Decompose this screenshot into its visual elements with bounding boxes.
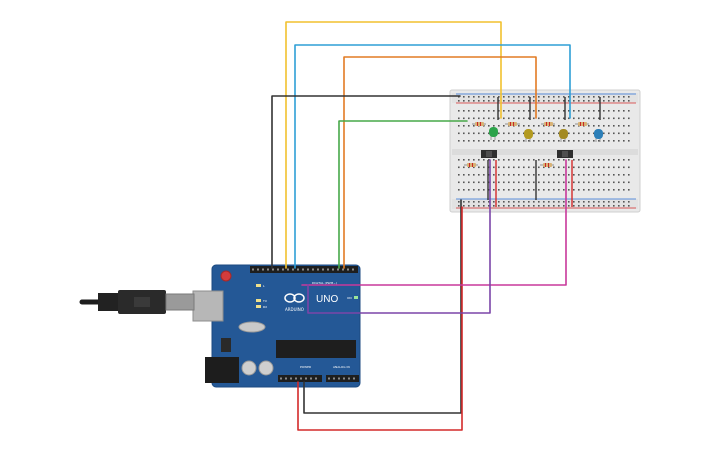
rx-led — [256, 305, 261, 308]
reset-button[interactable] — [220, 270, 232, 282]
l-label: L — [263, 284, 265, 288]
orange-wire[interactable] — [343, 56, 537, 269]
led-green[interactable] — [489, 127, 498, 140]
analog-header[interactable] — [326, 375, 359, 382]
led-yellow[interactable] — [524, 129, 533, 142]
resistor-6[interactable] — [540, 163, 554, 167]
uno-logo-text: UNO — [316, 294, 338, 305]
analog-label: ANALOG IN — [333, 365, 350, 369]
on-label: ON — [347, 296, 352, 300]
yellow-wire[interactable] — [285, 21, 502, 269]
power-jack[interactable] — [205, 357, 239, 383]
rx-label: RX — [263, 305, 267, 309]
black-wire-gnd[interactable] — [271, 95, 461, 269]
arduino-uno-board[interactable]: TX RX L ON ARDUINO UNO DIGITAL (PWM~) PO… — [192, 264, 361, 388]
resistor-1[interactable] — [472, 122, 486, 126]
led-blue[interactable] — [594, 129, 603, 142]
leds — [489, 127, 603, 142]
capacitor-2 — [258, 360, 274, 376]
microcontroller-chip — [276, 340, 356, 358]
wires — [271, 21, 601, 431]
green-wire[interactable] — [338, 120, 468, 269]
led-olive[interactable] — [559, 129, 568, 142]
tx-label: TX — [262, 299, 267, 303]
digital-label: DIGITAL (PWM~) — [312, 281, 337, 285]
breadboard[interactable] — [449, 89, 641, 213]
black-wire-bottom[interactable] — [303, 199, 462, 414]
crystal-oscillator — [238, 321, 266, 333]
power-label: POWER — [300, 365, 311, 369]
resistors — [464, 122, 589, 167]
pushbutton-2[interactable] — [557, 150, 573, 158]
tx-led — [256, 299, 261, 302]
pushbuttons — [481, 150, 573, 158]
voltage-regulator — [221, 338, 231, 352]
pushbutton-1[interactable] — [481, 150, 497, 158]
resistor-4[interactable] — [575, 122, 589, 126]
brand-text: ARDUINO — [285, 307, 304, 312]
usb-port[interactable] — [192, 290, 224, 322]
magenta-wire[interactable] — [301, 159, 567, 286]
blue-wire[interactable] — [294, 44, 571, 269]
resistor-2[interactable] — [505, 122, 520, 126]
arduino-logo: ARDUINO — [284, 293, 305, 312]
resistor-3[interactable] — [541, 122, 555, 126]
l-led — [256, 284, 261, 287]
usb-cable[interactable] — [79, 290, 195, 314]
capacitor-1 — [241, 360, 257, 376]
purple-wire[interactable] — [307, 159, 491, 314]
on-led — [354, 296, 358, 299]
header-pins — [252, 268, 355, 380]
resistor-5[interactable] — [464, 163, 478, 167]
red-wire[interactable] — [297, 206, 463, 431]
